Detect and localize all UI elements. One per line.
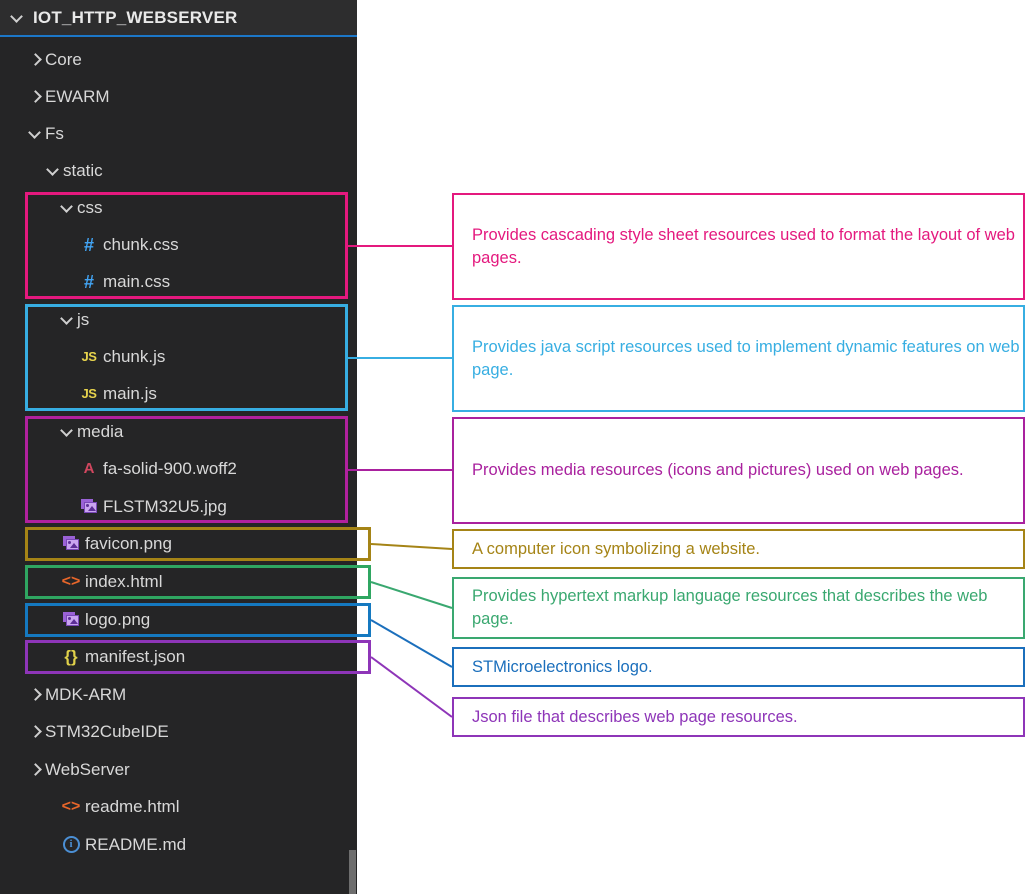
conn-logo <box>370 619 453 668</box>
tree-item-label: chunk.css <box>103 234 179 254</box>
callout-index: Provides hypertext markup language resou… <box>452 577 1025 639</box>
callout-css: Provides cascading style sheet resources… <box>452 193 1025 300</box>
tree-item-media[interactable]: media <box>0 413 357 450</box>
image-icon-wrap <box>60 535 82 553</box>
tree-item-label: main.js <box>103 383 157 403</box>
tree-item-label: WebServer <box>45 759 130 779</box>
conn-favicon <box>370 543 453 550</box>
tree-item-label: js <box>77 309 90 329</box>
tree-item-readme-md[interactable]: i README.md <box>0 826 357 863</box>
conn-index <box>370 581 453 609</box>
callout-text: Provides java script resources used to i… <box>472 337 1020 379</box>
tree-item-fs[interactable]: Fs <box>0 115 357 152</box>
tree-item-chunk-css[interactable]: # chunk.css <box>0 226 357 263</box>
json-icon: {} <box>64 647 78 666</box>
callout-logo: STMicroelectronics logo. <box>452 647 1025 687</box>
callout-favicon: A computer icon symbolizing a website. <box>452 529 1025 569</box>
horizontal-scrollbar[interactable] <box>0 886 348 894</box>
callout-text: Provides hypertext markup language resou… <box>472 587 988 628</box>
tree-item-js[interactable]: js <box>0 301 357 338</box>
tree-item-label: static <box>63 160 103 180</box>
tree-item-label: index.html <box>85 571 163 591</box>
js-icon: JS <box>81 386 97 401</box>
callout-text: Provides cascading style sheet resources… <box>472 225 1015 267</box>
tree-item-label: favicon.png <box>85 533 172 553</box>
tree-item-main-js[interactable]: JS main.js <box>0 375 357 412</box>
vertical-scrollbar-thumb[interactable] <box>349 850 356 894</box>
tree-item-main-css[interactable]: # main.css <box>0 263 357 300</box>
tree-item-label: chunk.js <box>103 346 166 366</box>
font-icon: A <box>83 460 95 477</box>
conn-manifest <box>370 656 453 718</box>
info-circle-icon-wrap: i <box>60 836 82 854</box>
tree-item-css[interactable]: css <box>0 189 357 226</box>
image-icon-wrap <box>78 498 100 516</box>
tree-item-label: Fs <box>45 123 64 143</box>
image-icon <box>62 536 80 551</box>
tree-item-label: Core <box>45 49 82 69</box>
explorer-header[interactable]: IOT_HTTP_WEBSERVER <box>0 0 357 37</box>
tree-item-mdk-arm[interactable]: MDK-ARM <box>0 676 357 713</box>
tree-item-flstm32u5[interactable]: FLSTM32U5.jpg <box>0 488 357 525</box>
tree-item-label: fa-solid-900.woff2 <box>103 458 237 478</box>
js-icon: JS <box>81 349 97 364</box>
callout-text: Provides media resources (icons and pict… <box>472 461 964 480</box>
html-icon: <> <box>61 572 81 590</box>
tree-item-manifest[interactable]: {} manifest.json <box>0 638 357 675</box>
tree-item-readme-html[interactable]: <>readme.html <box>0 788 357 825</box>
tree-item-static[interactable]: static <box>0 152 357 189</box>
tree-item-label: EWARM <box>45 86 110 106</box>
tree-item-label: STM32CubeIDE <box>45 721 169 741</box>
tree-item-label: css <box>77 197 103 217</box>
callout-js: Provides java script resources used to i… <box>452 305 1025 412</box>
tree-item-webserver[interactable]: WebServer <box>0 751 357 788</box>
callout-media: Provides media resources (icons and pict… <box>452 417 1025 524</box>
tree-item-core[interactable]: Core <box>0 41 357 78</box>
tree-item-label: manifest.json <box>85 646 186 666</box>
tree-item-chunk-js[interactable]: JS chunk.js <box>0 338 357 375</box>
tree-item-favicon[interactable]: favicon.png <box>0 525 357 562</box>
tree-item-ewarm[interactable]: EWARM <box>0 78 357 115</box>
tree-item-logo-png[interactable]: logo.png <box>0 601 357 638</box>
image-icon-wrap <box>60 611 82 629</box>
html-icon: <> <box>61 797 81 815</box>
callout-text: Json file that describes web page resour… <box>472 707 798 726</box>
tree-item-label: MDK-ARM <box>45 684 127 704</box>
callout-text: A computer icon symbolizing a website. <box>472 539 760 558</box>
tree-item-label: readme.html <box>85 796 180 816</box>
image-icon <box>62 612 80 627</box>
callout-manifest: Json file that describes web page resour… <box>452 697 1025 737</box>
tree-item-label: FLSTM32U5.jpg <box>103 496 227 516</box>
callout-text: STMicroelectronics logo. <box>472 657 653 676</box>
tree-item-label: main.css <box>103 271 171 291</box>
tree-item-index-html[interactable]: <>index.html <box>0 563 357 600</box>
tree-item-label: README.md <box>85 834 187 854</box>
image-icon <box>80 499 98 514</box>
tree-item-label: logo.png <box>85 609 151 629</box>
tree-item-label: media <box>77 421 124 441</box>
tree-item-cubeide[interactable]: STM32CubeIDE <box>0 713 357 750</box>
info-circle-icon: i <box>62 836 80 853</box>
css-hash-icon: # <box>83 234 94 255</box>
css-hash-icon: # <box>83 271 94 292</box>
page-title: IOT_HTTP_WEBSERVER <box>33 7 238 27</box>
